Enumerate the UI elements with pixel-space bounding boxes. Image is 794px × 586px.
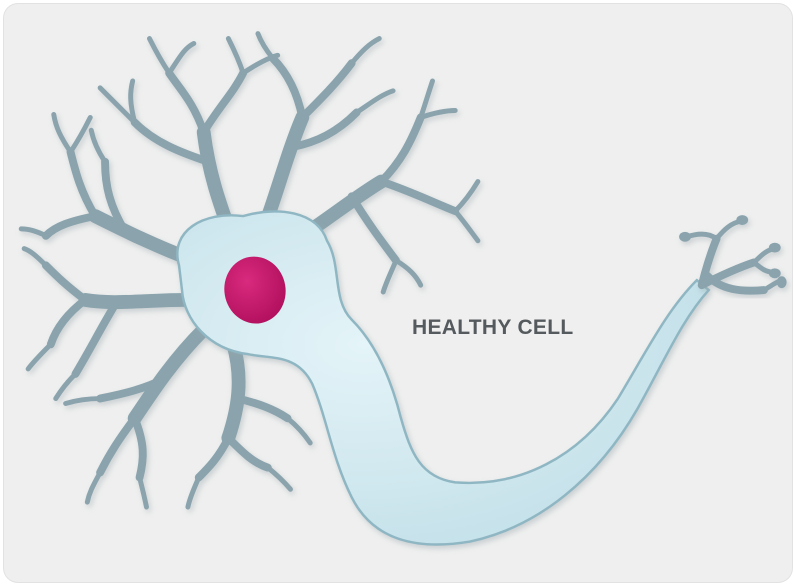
diagram-frame: HEALTHY CELL <box>4 4 792 582</box>
cell-label: HEALTHY CELL <box>412 316 574 340</box>
axon-terminals <box>679 215 787 291</box>
neuron-illustration <box>4 4 792 582</box>
